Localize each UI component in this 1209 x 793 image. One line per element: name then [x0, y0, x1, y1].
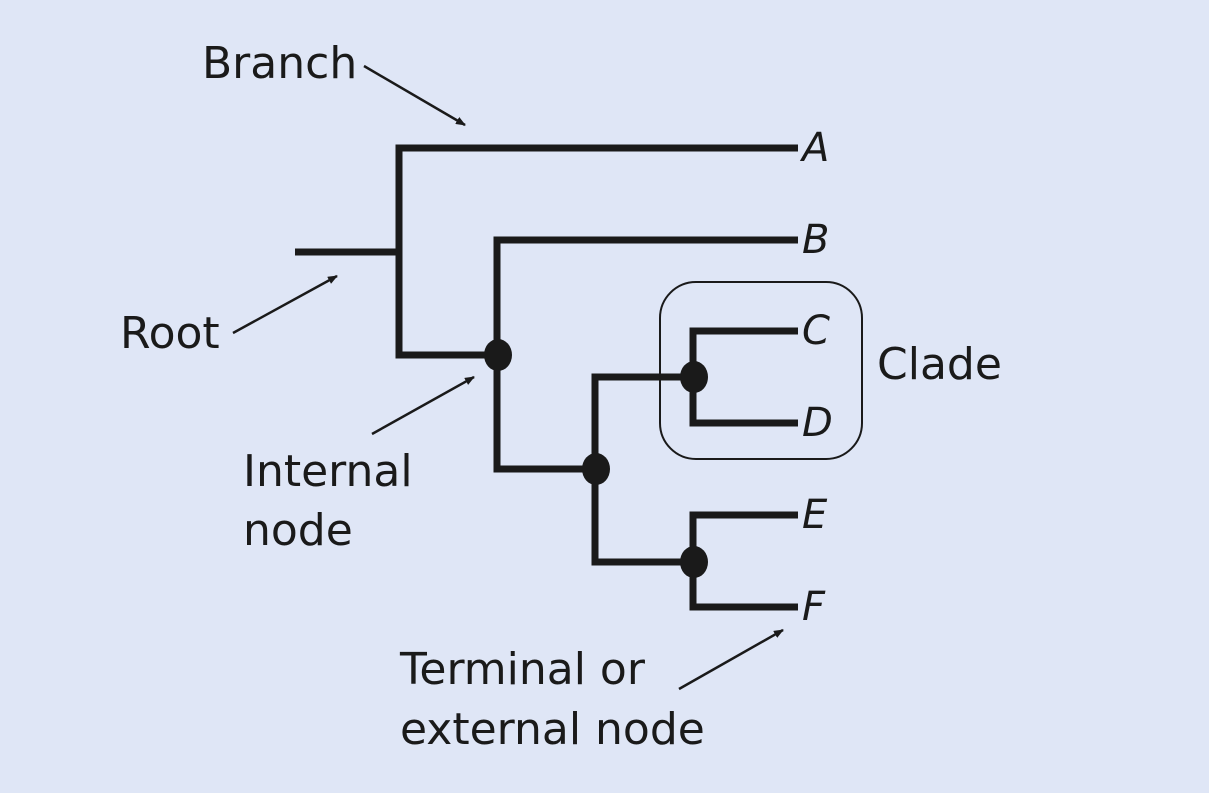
internal-node-2 — [582, 453, 610, 485]
terminal-node-pointer-arrow — [678, 628, 784, 691]
branch-pointer-arrow — [363, 64, 466, 127]
internal-node-ef — [680, 546, 708, 578]
internal-node-pointer-arrow — [371, 375, 475, 436]
taxon-d: D — [802, 400, 833, 446]
branch-to-f — [689, 562, 798, 611]
internal-node-cd — [680, 361, 708, 393]
taxon-f: F — [802, 584, 826, 630]
internal-node-label-line2: node — [243, 505, 353, 556]
clade-box — [659, 281, 863, 460]
internal-node-1 — [484, 339, 512, 371]
taxon-c: C — [802, 308, 830, 354]
branch-to-d — [689, 377, 798, 427]
branch-to-internal-node-2 — [493, 355, 595, 473]
taxon-e: E — [802, 492, 828, 538]
branch-label: Branch — [202, 38, 357, 89]
terminal-node-label-line2: external node — [400, 704, 705, 755]
root-label: Root — [120, 308, 220, 359]
clade-label: Clade — [877, 339, 1002, 390]
branch-to-b — [493, 236, 798, 355]
root-pointer-arrow — [232, 274, 338, 335]
taxon-a: A — [799, 125, 829, 171]
branch-to-internal-node-ef — [591, 469, 693, 566]
branch-to-e — [689, 511, 798, 562]
branch-to-c — [689, 327, 798, 377]
internal-node-label-line1: Internal — [243, 446, 413, 497]
branch-to-a — [395, 144, 798, 252]
branch-to-internal-node-1 — [395, 252, 497, 359]
taxon-b: B — [802, 217, 829, 263]
terminal-node-label-line1: Terminal or — [399, 644, 646, 695]
